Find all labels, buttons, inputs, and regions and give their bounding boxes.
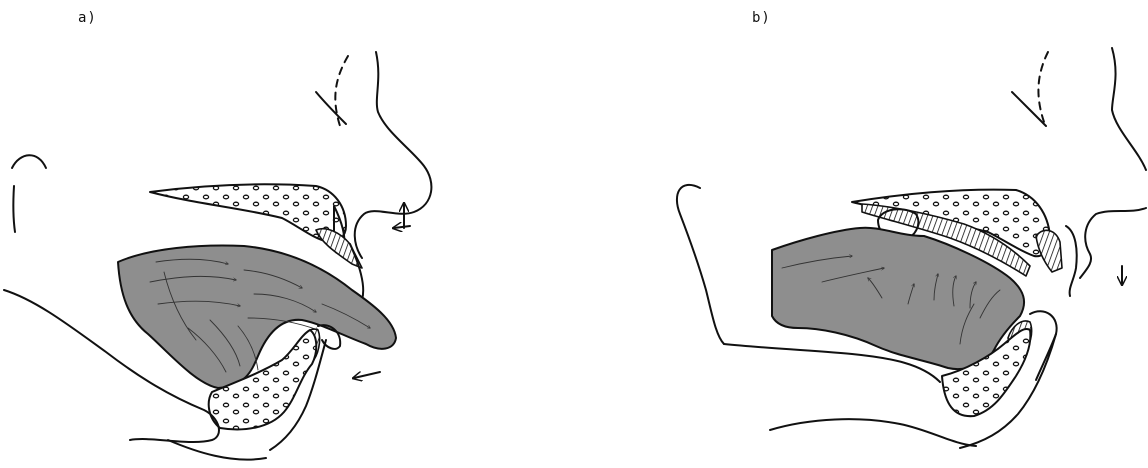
ear-stroke-a: [13, 186, 15, 232]
palate-bone-a: [150, 184, 346, 242]
panel-b-drawing: [677, 48, 1146, 448]
nose-profile-b: [1112, 48, 1146, 170]
panel-a-drawing: [4, 52, 431, 460]
nostril-a: [316, 92, 346, 124]
nose-profile-a: [355, 52, 432, 258]
upper-incisor-b: [1036, 230, 1062, 272]
ear-outline-a: [12, 155, 46, 168]
head-back-b: [677, 185, 724, 344]
upper-lip-b: [1066, 226, 1077, 296]
chin-bottom-a: [168, 440, 266, 460]
arrow-left-large-icon-a: [354, 372, 380, 378]
nose-dashed-b: [1038, 52, 1048, 122]
chin-bottom-b: [770, 419, 976, 446]
arrow-left-icon-a: [394, 226, 410, 228]
nose-lower-b: [1080, 208, 1146, 278]
